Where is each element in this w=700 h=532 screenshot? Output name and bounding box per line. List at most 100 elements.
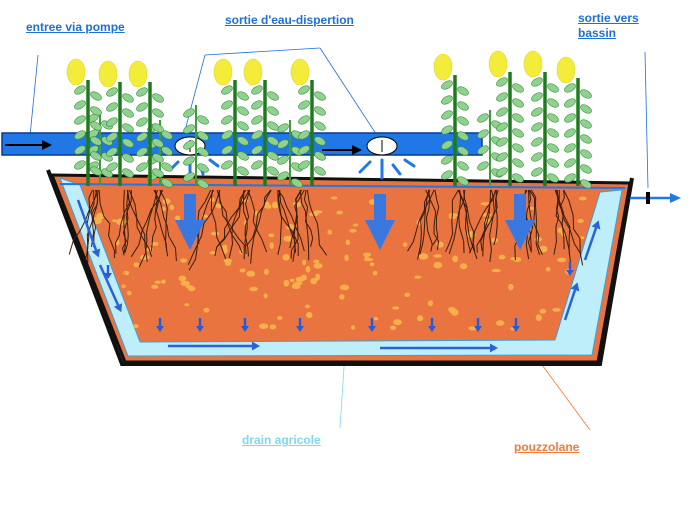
speckle xyxy=(344,254,349,262)
root xyxy=(90,189,97,248)
leaf xyxy=(580,134,592,144)
speckle xyxy=(578,196,587,201)
leaf xyxy=(547,83,559,93)
speckle xyxy=(349,228,357,233)
leaf xyxy=(496,92,508,102)
speckle xyxy=(491,268,501,273)
leaf xyxy=(457,101,469,111)
flower xyxy=(433,53,453,81)
leaf xyxy=(457,131,469,141)
small-arrow-head xyxy=(474,326,482,332)
leaf xyxy=(90,166,102,176)
leaf xyxy=(477,161,489,171)
speckle xyxy=(404,292,411,297)
leaf xyxy=(441,155,453,165)
speckle xyxy=(336,210,343,215)
speckle xyxy=(210,231,220,236)
leaf xyxy=(531,107,543,117)
leaf xyxy=(122,108,134,118)
plant xyxy=(488,50,524,186)
leaf xyxy=(197,147,209,157)
leaf xyxy=(251,145,263,155)
pipe-flow-arrowhead xyxy=(352,145,362,155)
pouzzolane-speckles xyxy=(92,196,587,331)
speckle xyxy=(310,277,318,285)
small-arrow-head xyxy=(156,326,164,332)
leaf xyxy=(221,160,233,170)
leaf xyxy=(457,116,469,126)
leaf xyxy=(152,108,164,118)
leaf xyxy=(512,143,524,153)
leaf xyxy=(136,132,148,142)
leaf xyxy=(122,153,134,163)
leaf xyxy=(197,115,209,125)
speckle xyxy=(249,286,258,292)
leaf xyxy=(161,178,173,188)
drain-arrow-shaft xyxy=(563,289,577,321)
small-arrow-head xyxy=(368,326,376,332)
leaf xyxy=(580,164,592,174)
leaf xyxy=(90,91,102,101)
speckle xyxy=(372,270,378,276)
leaf xyxy=(267,106,279,116)
leaf xyxy=(547,158,559,168)
drain-channel xyxy=(59,177,623,357)
root xyxy=(250,189,272,264)
speckle xyxy=(427,300,433,307)
leaf xyxy=(122,123,134,133)
root xyxy=(432,189,440,245)
speckle xyxy=(417,315,424,322)
leaf xyxy=(152,123,164,133)
leaf xyxy=(237,166,249,176)
leaf xyxy=(237,136,249,146)
speckle xyxy=(282,253,290,261)
leaf xyxy=(531,122,543,132)
leaf xyxy=(197,131,209,141)
leaf xyxy=(564,83,576,93)
leaf xyxy=(251,100,263,110)
root xyxy=(482,189,491,257)
speckle xyxy=(510,257,517,261)
speckle xyxy=(498,254,506,260)
speckle xyxy=(313,262,323,269)
leaf xyxy=(277,123,289,133)
speckle xyxy=(313,259,320,264)
leaf xyxy=(457,146,469,156)
leaf xyxy=(277,171,289,181)
root xyxy=(555,189,582,255)
leaf xyxy=(251,160,263,170)
root xyxy=(289,189,305,249)
root xyxy=(560,189,565,250)
leader-sortie-bassin xyxy=(644,51,649,189)
root xyxy=(130,189,164,258)
speckle xyxy=(123,270,130,276)
small-arrow-head xyxy=(566,270,574,276)
speckle xyxy=(184,303,190,307)
speckle xyxy=(269,324,277,330)
leaf xyxy=(298,85,310,95)
root xyxy=(303,189,314,247)
small-arrow-shaft xyxy=(370,318,374,326)
root xyxy=(216,189,245,260)
speckle xyxy=(96,212,105,220)
speckle xyxy=(350,325,356,330)
speckle xyxy=(283,235,293,242)
leaf xyxy=(512,173,524,183)
drain-arrow-head xyxy=(490,343,498,353)
leaf xyxy=(298,160,310,170)
root xyxy=(217,189,247,247)
leaf xyxy=(496,77,508,87)
speckle xyxy=(174,215,181,221)
root xyxy=(458,189,465,254)
speckle xyxy=(345,239,350,245)
root xyxy=(493,189,499,246)
inlet-flow-arrowhead xyxy=(42,140,52,150)
leaf xyxy=(457,161,469,171)
leaf xyxy=(441,80,453,90)
leaf xyxy=(531,77,543,87)
speckle xyxy=(552,308,561,312)
root xyxy=(290,189,302,259)
leaf xyxy=(106,132,118,142)
leaf xyxy=(90,136,102,146)
root xyxy=(121,189,129,256)
